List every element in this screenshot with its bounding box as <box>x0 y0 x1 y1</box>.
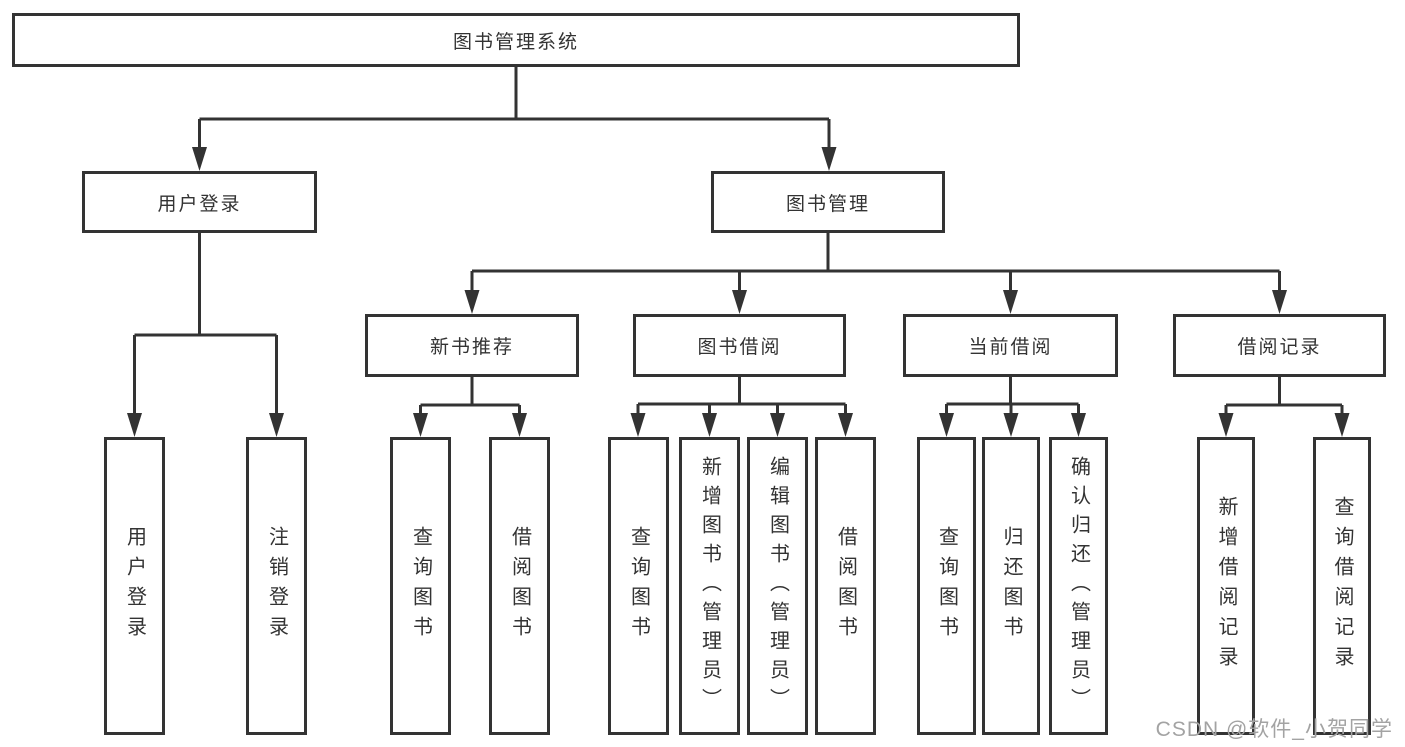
arrow-icon <box>464 290 480 314</box>
node-borrow-records: 借阅记录 <box>1173 314 1386 377</box>
leaf-borrow-borrow-books-label: 借阅图书 <box>834 526 857 646</box>
node-root-label: 图书管理系统 <box>452 31 579 53</box>
node-current-borrow: 当前借阅 <box>903 314 1118 377</box>
leaf-query-borrow-record: 查询借阅记录 <box>1313 437 1371 735</box>
node-user-login-label: 用户登录 <box>157 193 242 215</box>
arrow-icon <box>1334 413 1350 437</box>
leaf-recommend-borrow-books-label: 借阅图书 <box>508 526 531 646</box>
arrow-icon <box>732 290 747 314</box>
connector-root-to-level1 <box>198 67 831 150</box>
leaf-user-login: 用户登录 <box>104 437 165 735</box>
leaf-recommend-borrow-books: 借阅图书 <box>489 437 550 735</box>
arrow-icon <box>1071 413 1086 437</box>
leaf-borrow-borrow-books: 借阅图书 <box>815 437 876 735</box>
arrow-icon <box>939 413 954 437</box>
leaf-add-books-admin-label: 新增图书（管理员） <box>698 455 721 717</box>
watermark: CSDN @软件_小贺同学 <box>1155 718 1393 741</box>
arrow-icon <box>127 413 142 437</box>
arrow-icon <box>192 147 207 171</box>
leaf-add-borrow-record-label: 新增借阅记录 <box>1215 496 1237 676</box>
arrow-icon <box>1218 413 1234 437</box>
node-new-book-recommend-label: 新书推荐 <box>429 337 514 358</box>
arrow-icon <box>512 413 527 437</box>
arrow-icon <box>269 413 284 437</box>
leaf-query-borrow-record-label: 查询借阅记录 <box>1331 496 1353 676</box>
arrow-icon <box>838 413 853 437</box>
node-borrow-records-label: 借阅记录 <box>1237 337 1322 358</box>
arrow-icon <box>1003 413 1019 437</box>
connector-new-book-recommend-to-leaves <box>419 377 521 416</box>
arrow-icon <box>702 413 717 437</box>
node-new-book-recommend: 新书推荐 <box>365 314 579 377</box>
node-root: 图书管理系统 <box>12 13 1020 67</box>
leaf-edit-books-admin-label: 编辑图书（管理员） <box>766 455 789 717</box>
leaf-add-borrow-record: 新增借阅记录 <box>1197 437 1255 735</box>
leaf-confirm-return-admin: 确认归还（管理员） <box>1049 437 1108 735</box>
node-book-borrow: 图书借阅 <box>633 314 846 377</box>
leaf-logout-login-label: 注销登录 <box>265 526 288 646</box>
leaf-edit-books-admin: 编辑图书（管理员） <box>747 437 808 735</box>
connector-user-login-to-leaves <box>133 233 278 416</box>
leaf-borrow-query-books: 查询图书 <box>608 437 669 735</box>
leaf-return-books-label: 归还图书 <box>1000 526 1022 646</box>
arrow-icon <box>821 147 837 171</box>
node-book-management: 图书管理 <box>711 171 945 233</box>
connector-borrow-records-to-leaves <box>1224 377 1344 416</box>
connector-book-management-to-sections <box>470 233 1281 293</box>
node-user-login: 用户登录 <box>82 171 317 233</box>
arrow-icon <box>630 413 646 437</box>
arrow-icon <box>770 413 785 437</box>
connector-current-borrow-to-leaves <box>945 377 1080 416</box>
leaf-add-books-admin: 新增图书（管理员） <box>679 437 740 735</box>
arrow-icon <box>1003 290 1018 314</box>
leaf-return-books: 归还图书 <box>982 437 1040 735</box>
leaf-logout-login: 注销登录 <box>246 437 307 735</box>
leaf-user-login-label: 用户登录 <box>123 526 146 646</box>
leaf-borrow-query-books-label: 查询图书 <box>627 526 650 646</box>
node-current-borrow-label: 当前借阅 <box>968 337 1053 358</box>
leaf-recommend-query-books: 查询图书 <box>390 437 451 735</box>
leaf-confirm-return-admin-label: 确认归还（管理员） <box>1067 455 1090 717</box>
arrow-icon <box>413 413 428 437</box>
connector-book-borrow-to-leaves <box>636 377 847 416</box>
node-book-management-label: 图书管理 <box>785 193 870 215</box>
leaf-current-query-books: 查询图书 <box>917 437 976 735</box>
arrow-icon <box>1272 290 1287 314</box>
node-book-borrow-label: 图书借阅 <box>697 337 782 358</box>
leaf-current-query-books-label: 查询图书 <box>935 526 958 646</box>
leaf-recommend-query-books-label: 查询图书 <box>409 526 432 646</box>
